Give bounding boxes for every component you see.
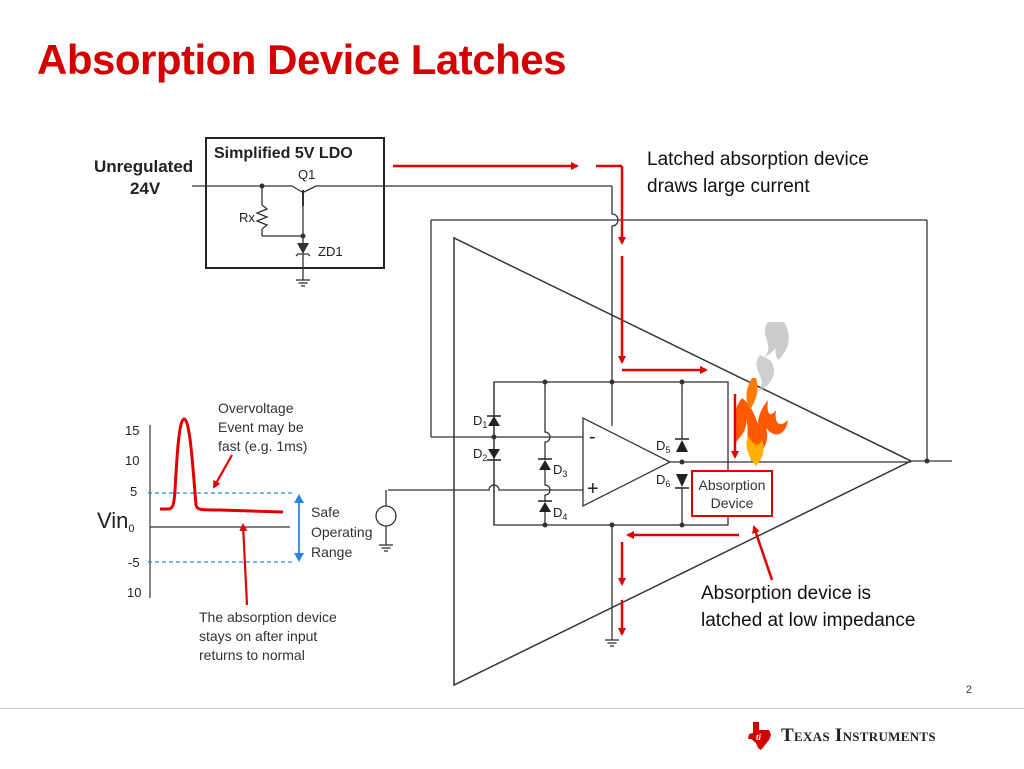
- ldo-box: [205, 137, 385, 269]
- zd1-zener: [297, 243, 309, 254]
- footer-bar: [0, 708, 1024, 769]
- inner-circuit: D1 D2 D3 D4 - + D5: [388, 379, 911, 647]
- absorption-device-line1: Absorption: [699, 477, 766, 493]
- vin-trace: [160, 417, 284, 514]
- diode-d6: [676, 474, 688, 487]
- safe-line1: Safe: [311, 504, 340, 520]
- absorption-device-box: [691, 470, 773, 517]
- ldo-block: Unregulated 24V Simplified 5V LDO Q1 Rx …: [94, 137, 612, 287]
- stays-line3: returns to normal: [199, 647, 305, 663]
- safe-line2: Operating: [311, 524, 372, 540]
- latched-note-line1: Latched absorption device: [647, 149, 869, 170]
- input-source: [375, 490, 397, 552]
- ldo-title: Simplified 5V LDO: [214, 145, 353, 162]
- stays-line2: stays on after input: [199, 628, 317, 644]
- tick-15: 15: [125, 423, 139, 438]
- tick-5: 5: [130, 484, 137, 499]
- stays-line1: The absorption device: [199, 609, 337, 625]
- d6-label: D6: [656, 472, 670, 489]
- diode-d1: [488, 416, 500, 426]
- event-line2: Event may be: [218, 419, 304, 435]
- impedance-note-line2: latched at low impedance: [701, 610, 916, 631]
- voltage-24v-label: 24V: [130, 179, 161, 198]
- safe-line3: Range: [311, 544, 352, 560]
- diode-d5: [676, 440, 688, 452]
- plus-sign: +: [587, 478, 599, 500]
- unregulated-label: Unregulated: [94, 157, 193, 176]
- d4-label: D4: [553, 505, 567, 522]
- absorption-device-line2: Device: [711, 495, 754, 511]
- brand-name: Texas Instruments: [781, 725, 936, 746]
- tick-bottom: 10: [127, 585, 141, 600]
- flame-icon: [734, 322, 789, 466]
- page-number: 2: [965, 684, 972, 696]
- small-opamp: [582, 416, 672, 508]
- vin-label: Vin0: [97, 508, 135, 535]
- low-impedance-note: Absorption device is latched at low impe…: [701, 580, 915, 634]
- rx-resistor: [255, 204, 269, 230]
- latched-current-note: Latched absorption device draws large cu…: [647, 146, 869, 200]
- page-title: Absorption Device Latches: [37, 36, 566, 83]
- diode-d4: [539, 502, 551, 512]
- minus-sign: -: [589, 426, 596, 448]
- diode-d3: [539, 460, 551, 470]
- vin-waveform: 15 10 5 -5 10 Vin0 Overvoltage Event may…: [97, 400, 372, 663]
- q1-label: Q1: [298, 167, 315, 182]
- d2-label: D2: [473, 446, 487, 463]
- tick-neg5: -5: [128, 555, 140, 570]
- large-amplifier-triangle: [453, 236, 913, 687]
- current-flow-arrows: [393, 162, 774, 636]
- rx-label: Rx: [239, 210, 255, 225]
- latched-note-line2: draws large current: [647, 176, 810, 197]
- texas-state-logo-icon: ti: [748, 722, 771, 750]
- tick-10: 10: [125, 453, 139, 468]
- zd1-label: ZD1: [318, 244, 343, 259]
- diode-d2: [488, 449, 500, 459]
- protected-amplifier: [430, 219, 952, 687]
- ti-logo: ti Texas Instruments: [747, 721, 936, 751]
- svg-text:ti: ti: [756, 732, 762, 742]
- event-line3: fast (e.g. 1ms): [218, 438, 307, 454]
- d1-label: D1: [473, 413, 487, 430]
- circuit-diagram: Unregulated 24V Simplified 5V LDO Q1 Rx …: [94, 137, 952, 687]
- d3-label: D3: [553, 462, 567, 479]
- event-line1: Overvoltage: [218, 400, 294, 416]
- impedance-note-line1: Absorption device is: [701, 583, 872, 604]
- d5-label: D5: [656, 438, 670, 455]
